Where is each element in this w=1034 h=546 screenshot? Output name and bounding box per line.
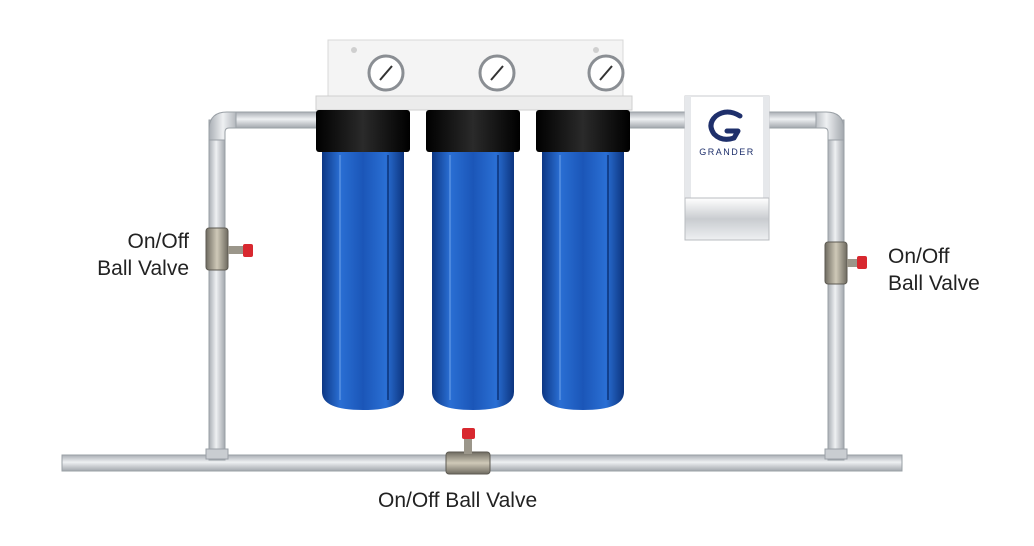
grander-conditioner: GRANDER [684,95,770,241]
left-valve-label: On/Off Ball Valve [74,228,189,282]
outlet-pipe [624,111,688,129]
bottom-valve-label: On/Off Ball Valve [378,489,538,512]
filter-housing-3 [536,110,630,410]
right-elbow [811,111,845,141]
left-elbow [208,111,241,141]
left-riser-coupling [205,448,229,460]
right-valve-label-line2: Ball Valve [888,272,980,295]
pressure-gauge-3 [587,54,625,92]
pressure-gauge-1 [367,54,405,92]
grander-logo-icon [708,109,743,142]
inlet-pipe [235,111,321,129]
bottom-ball-valve [445,428,491,475]
right-riser-pipe [827,119,845,461]
right-riser-coupling [824,448,848,460]
manifold-head [315,95,633,111]
right-ball-valve [824,241,867,285]
left-valve-label-line2: Ball Valve [97,257,189,280]
left-ball-valve [205,227,253,271]
grander-brand-text: GRANDER [699,147,755,157]
conditioner-outlet-pipe [767,111,817,129]
filter-housing-2 [426,110,520,410]
filter-housing-1 [316,110,410,410]
bottom-valve-handle-icon [462,428,475,439]
left-valve-label-line1: On/Off [127,230,189,253]
left-valve-handle-icon [243,244,253,257]
left-riser-pipe [208,119,226,461]
right-valve-label-line1: On/Off [888,245,950,268]
right-valve-handle-icon [857,256,867,269]
right-valve-label: On/Off Ball Valve [888,243,980,297]
pressure-gauge-2 [478,54,516,92]
